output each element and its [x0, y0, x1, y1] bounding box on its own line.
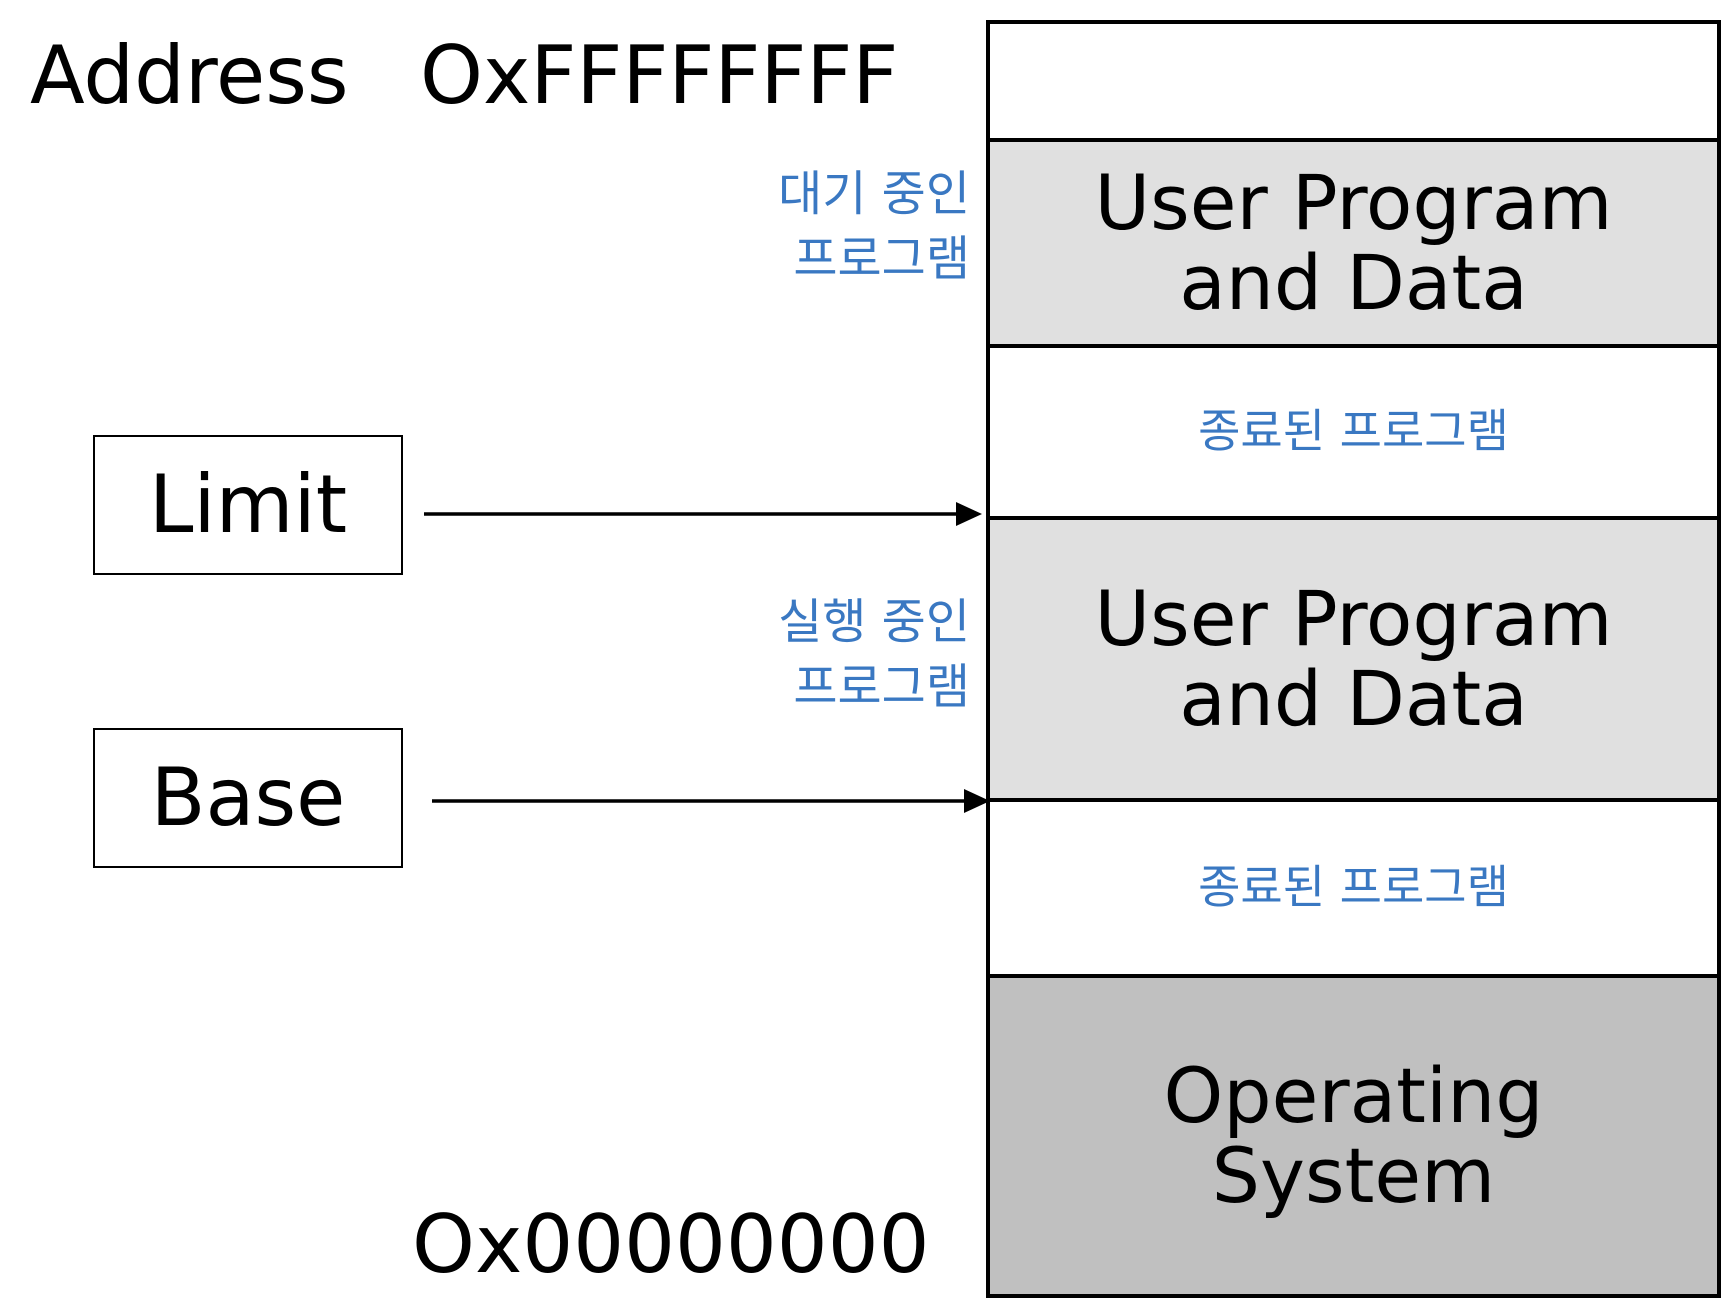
limit-register-label: Limit — [148, 458, 348, 551]
limit-register: Limit — [93, 435, 403, 575]
terminated-program-segment-upper: 종료된 프로그램 — [990, 348, 1717, 520]
top-address-value: OxFFFFFFFF — [420, 29, 899, 122]
free-memory-segment — [990, 24, 1717, 142]
waiting-program-segment: User Program and Data — [990, 142, 1717, 348]
waiting-program-text: User Program and Data — [1094, 158, 1613, 327]
limit-arrow — [424, 502, 982, 526]
running-program-segment: User Program and Data — [990, 520, 1717, 802]
terminated-program-text-lower: 종료된 프로그램 — [1198, 860, 1509, 915]
base-register-label: Base — [150, 751, 346, 844]
terminated-program-segment-lower: 종료된 프로그램 — [990, 802, 1717, 978]
running-program-text: User Program and Data — [1094, 574, 1613, 743]
operating-system-text: Operating System — [1163, 1051, 1544, 1220]
bottom-address-value: Ox00000000 — [412, 1198, 930, 1291]
operating-system-segment: Operating System — [990, 978, 1717, 1294]
terminated-program-text-upper: 종료된 프로그램 — [1198, 404, 1509, 459]
base-arrow — [432, 789, 990, 813]
memory-map: User Program and Data 종료된 프로그램 User Prog… — [986, 20, 1721, 1298]
address-label: Address — [30, 29, 349, 122]
base-register: Base — [93, 728, 403, 868]
running-program-label: 실행 중인 프로그램 — [778, 594, 970, 715]
waiting-program-label: 대기 중인 프로그램 — [778, 166, 970, 287]
